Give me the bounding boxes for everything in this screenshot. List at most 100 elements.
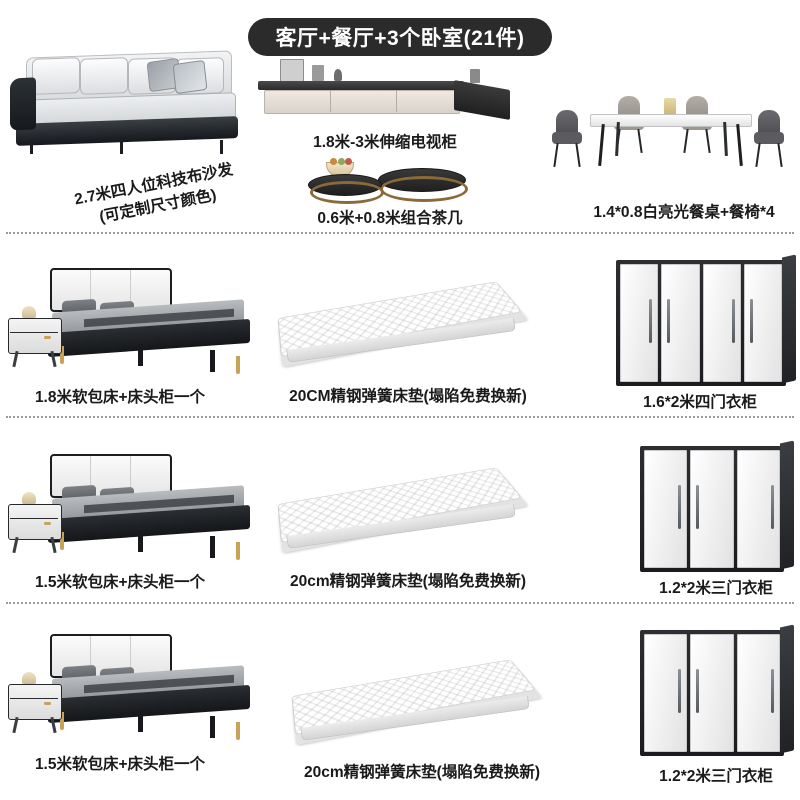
wardrobe-door: [644, 450, 688, 568]
chair-seat: [754, 132, 784, 144]
chair-leg: [705, 128, 711, 154]
mattress-caption: 20cm精钢弹簧床垫(塌陷免费换新): [304, 764, 540, 781]
chair-leg: [575, 142, 581, 168]
sofa-leg: [120, 140, 123, 154]
tv-cabinet-extension: [454, 80, 510, 120]
nightstand-lamp: [22, 492, 36, 504]
dining-table-leg: [736, 123, 743, 167]
mattress-illustration: [282, 650, 550, 746]
wardrobe-side-panel: [780, 440, 794, 570]
dining-table-leg: [598, 123, 605, 167]
chair-leg: [553, 142, 559, 168]
wardrobe-door: [736, 450, 780, 568]
nightstand-knob: [44, 702, 51, 705]
wardrobe-doors: [644, 634, 780, 752]
section-divider: [6, 602, 794, 604]
chair-backrest: [556, 110, 578, 138]
wardrobe-caption: 1.2*2米三门衣柜: [659, 768, 773, 785]
chair-leg: [777, 142, 783, 168]
wardrobe-side-panel: [780, 624, 794, 754]
wardrobe-illustration: [616, 252, 796, 390]
mattress-caption: 20cm精钢弹簧床垫(塌陷免费换新): [290, 573, 526, 590]
sofa-cushion: [80, 57, 128, 95]
coffee-table-large-frame: [380, 176, 468, 202]
coffee-table-caption: 0.6米+0.8米组合茶几: [317, 210, 463, 227]
section-divider: [6, 232, 794, 234]
wardrobe-door: [644, 634, 688, 752]
bed-leg-gold: [236, 722, 240, 740]
dining-table-centerpiece: [664, 98, 676, 116]
bundle-title-text: 客厅+餐厅+3个卧室(21件): [275, 27, 525, 50]
nightstand: [8, 684, 62, 720]
wardrobe-handle: [696, 669, 700, 713]
dining-chair: [752, 110, 786, 170]
mattress-caption: 20CM精钢弹簧床垫(塌陷免费换新): [289, 388, 527, 405]
bed-leg-gold: [236, 542, 240, 560]
bed-leg: [138, 710, 143, 732]
sofa-cushion: [32, 57, 80, 95]
dining-chair: [550, 110, 584, 170]
mattress-illustration: [268, 272, 536, 368]
bed-leg: [210, 716, 215, 738]
dining-set-illustration: [546, 78, 794, 190]
bed-caption: 1.5米软包床+床头柜一个: [34, 756, 206, 773]
wardrobe-illustration: [640, 438, 794, 576]
coffee-table-small-frame: [310, 181, 384, 204]
wardrobe-door: [661, 264, 700, 382]
wardrobe-caption: 1.2*2米三门衣柜: [659, 580, 773, 597]
wardrobe-caption: 1.6*2米四门衣柜: [643, 394, 757, 411]
coffee-table-fruit: [345, 158, 352, 165]
tv-cabinet-decor-frame: [280, 59, 304, 83]
sofa-leg: [30, 140, 33, 154]
wardrobe-doors: [644, 450, 780, 568]
headboard-seam: [90, 456, 91, 490]
sofa-caption: 2.7米四人位科技布沙发 (可定制尺寸颜色): [54, 155, 259, 237]
tv-cabinet-illustration: [258, 55, 510, 121]
nightstand: [8, 504, 62, 540]
bed-illustration: [4, 262, 252, 380]
wardrobe-handle: [649, 299, 653, 343]
nightstand: [8, 318, 62, 354]
tv-cabinet-decor-box: [312, 65, 324, 81]
headboard-seam: [90, 636, 91, 670]
headboard-seam: [130, 636, 131, 670]
wardrobe-door: [743, 264, 782, 382]
chair-leg: [637, 128, 643, 154]
chair-seat: [552, 132, 582, 144]
coffee-table-illustration: [300, 158, 472, 210]
wardrobe-door: [620, 264, 659, 382]
sofa-leg: [220, 140, 223, 154]
nightstand-lamp: [22, 672, 36, 684]
wardrobe-handle: [696, 485, 700, 529]
wardrobe-handle: [770, 669, 774, 713]
nightstand-knob: [44, 336, 51, 339]
bed-leg: [210, 536, 215, 558]
bed-leg-gold: [60, 532, 64, 550]
bed-illustration: [4, 628, 252, 746]
bed-leg-gold: [60, 346, 64, 364]
tv-cabinet-decor-vase: [334, 69, 342, 81]
sofa-throw-pillow: [172, 59, 208, 95]
bed-caption: 1.8米软包床+床头柜一个: [34, 389, 206, 406]
bed-leg-gold: [236, 356, 240, 374]
wardrobe-handle: [678, 485, 682, 529]
chair-backrest: [758, 110, 780, 138]
coffee-table-fruit: [338, 158, 345, 165]
tv-cabinet-top: [258, 81, 464, 90]
wardrobe-illustration: [640, 622, 794, 760]
sofa-armrest: [10, 77, 36, 131]
wardrobe-handle: [678, 669, 682, 713]
bed-leg: [138, 344, 143, 366]
dining-table-top: [590, 114, 752, 127]
wardrobe-door: [690, 450, 734, 568]
nightstand-knob: [44, 522, 51, 525]
tv-cabinet-decor-lamp: [470, 69, 480, 83]
section-divider: [6, 416, 794, 418]
bed-leg-gold: [60, 712, 64, 730]
wardrobe-handle: [770, 485, 774, 529]
tv-cabinet-door-seam: [330, 90, 331, 112]
tv-cabinet-caption: 1.8米-3米伸缩电视柜: [313, 134, 457, 151]
nightstand-lamp: [22, 306, 36, 318]
wardrobe-handle: [731, 299, 735, 343]
headboard-seam: [130, 270, 131, 304]
